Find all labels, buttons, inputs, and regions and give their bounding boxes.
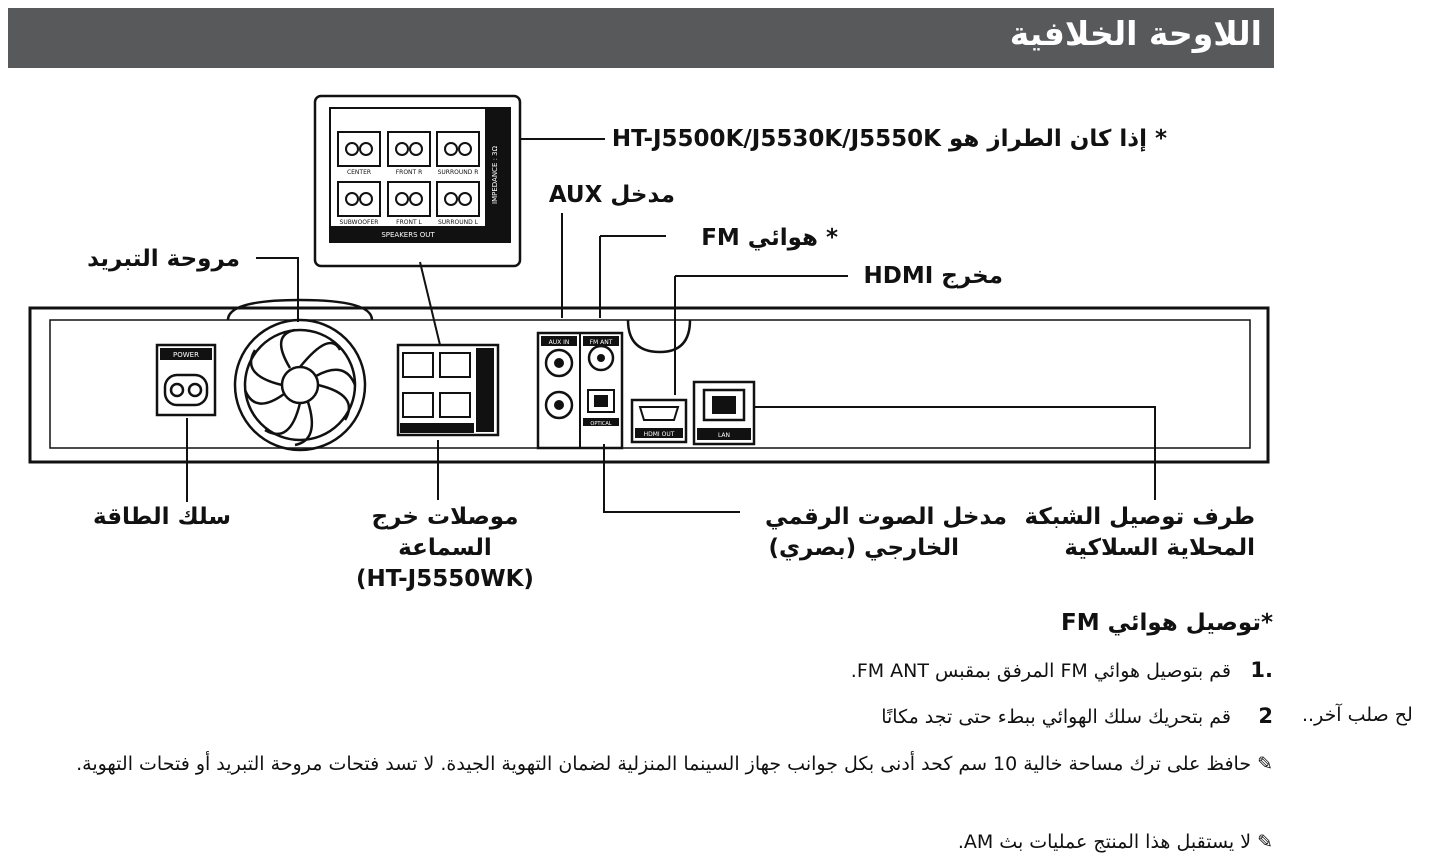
- aux-in-label: AUX IN: [549, 339, 570, 346]
- note-ventilation: ✎حافظ على ترك مساحة خالية 10 سم كحد أدنى…: [48, 749, 1273, 779]
- step-text: قم بتحريك سلك الهوائي ببطء حتى تجد مكانً…: [881, 706, 1231, 728]
- speaker-out-line3: (HT-J5550WK): [356, 566, 534, 592]
- hdmi-out-callout: مخرج HDMI: [863, 263, 1003, 289]
- overflow-text-fragment: لح صلب آخر..: [1302, 704, 1413, 726]
- header-bar: اللاوحة الخلافية: [8, 8, 1274, 68]
- power-label: POWER: [173, 351, 199, 359]
- digital-audio-line1: مدخل الصوت الرقمي: [765, 504, 1007, 530]
- cooling-fan: [233, 318, 367, 452]
- page-title: اللاوحة الخلافية: [1009, 14, 1262, 53]
- front-l-label: FRONT L: [396, 219, 422, 226]
- optical-label: OPTICAL: [590, 421, 611, 427]
- speaker-out-inset: SPEAKERS OUT IMPEDANCE : 3Ω CENTER FRONT…: [313, 94, 522, 268]
- note-pencil-icon: ✎: [1257, 831, 1273, 853]
- step-number: .1: [1250, 658, 1273, 682]
- aux-in-callout: مدخل AUX: [548, 182, 675, 208]
- surround-r-label: SURROUND R: [438, 169, 479, 176]
- power-cord-callout: سلك الطاقة: [93, 504, 231, 530]
- leader-lines: [186, 138, 1156, 513]
- note-am: ✎لا يستقبل هذا المنتج عمليات بث AM.: [958, 827, 1273, 857]
- rear-panel-diagram: POWER AUX IN FM ANT: [28, 94, 1270, 513]
- note-pencil-icon: ✎: [1257, 753, 1273, 775]
- cooling-fan-callout: مروحة التبريد: [87, 246, 240, 272]
- hdmi-out-port: HDMI OUT: [630, 398, 688, 444]
- impedance-label: IMPEDANCE : 3Ω: [491, 145, 499, 204]
- note-text: لا يستقبل هذا المنتج عمليات بث AM.: [957, 831, 1252, 853]
- front-r-label: FRONT R: [396, 169, 423, 176]
- fm-section-title: *توصيل هوائي FM: [1060, 610, 1273, 636]
- lan-port: LAN: [692, 380, 756, 446]
- speaker-out-callout: موصلات خرج السماعة (HT-J5550WK): [350, 502, 540, 595]
- model-note-label: * إذا كان الطراز هو HT-J5500K/J5530K/J55…: [611, 126, 1167, 152]
- chassis: [28, 306, 1270, 464]
- fm-ant-label: FM ANT: [590, 339, 613, 346]
- step-text: قم بتوصيل هوائي FM المرفق بمقبس FM ANT.: [850, 660, 1231, 682]
- speaker-out-line1: موصلات خرج: [371, 504, 519, 530]
- hdmi-out-label: HDMI OUT: [644, 431, 675, 438]
- power-socket: POWER: [155, 343, 217, 417]
- lan-callout: طرف توصيل الشبكة المحلاية السلاكية: [1024, 502, 1255, 564]
- fm-step-2: 2 قم بتحريك سلك الهوائي ببطء حتى تجد مكا…: [881, 704, 1273, 728]
- surround-l-label: SURROUND L: [438, 219, 479, 226]
- speaker-out-line2: السماعة: [398, 535, 492, 561]
- fm-step-1: .1 قم بتوصيل هوائي FM المرفق بمقبس FM AN…: [851, 658, 1273, 682]
- subwoofer-label: SUBWOOFER: [340, 219, 379, 226]
- digital-audio-callout: مدخل الصوت الرقمي الخارجي (بصري): [765, 502, 1007, 564]
- speaker-terminals-small: [396, 343, 500, 437]
- step-number: 2: [1258, 704, 1273, 728]
- digital-audio-line2: الخارجي (بصري): [768, 535, 959, 561]
- speakers-out-label: SPEAKERS OUT: [381, 231, 435, 239]
- lan-line2: المحلاية السلاكية: [1064, 535, 1255, 561]
- lan-label: LAN: [718, 432, 730, 439]
- center-label: CENTER: [347, 169, 371, 176]
- aux-fm-optical-block: AUX IN FM ANT OPTICAL: [536, 331, 624, 450]
- lan-line1: طرف توصيل الشبكة: [1024, 504, 1255, 530]
- note-text: حافظ على ترك مساحة خالية 10 سم كحد أدنى …: [76, 753, 1252, 775]
- fm-antenna-callout: * هوائي FM: [701, 225, 838, 251]
